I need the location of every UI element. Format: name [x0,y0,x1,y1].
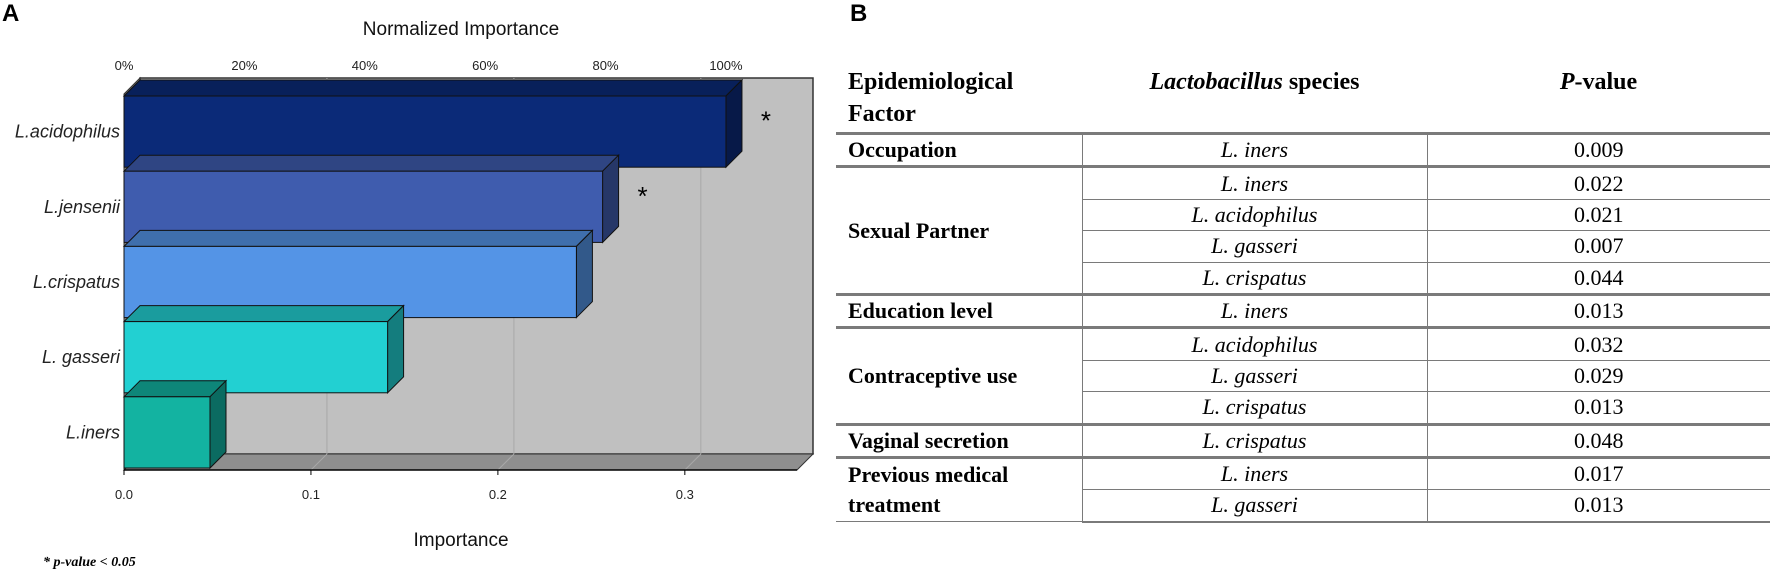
species-cell: L. iners [1081,131,1428,168]
category-label: L.crispatus [33,272,120,292]
top-tick-label: 0% [115,58,134,73]
header-p-value: P-value [1427,62,1770,134]
header-p-italic: P [1559,69,1575,95]
bar-top-face [122,380,228,398]
category-label: L.acidophilus [15,122,120,142]
top-tick-label: 40% [352,58,378,73]
footnote: * p-value < 0.05 [43,555,136,570]
bar-side-face [209,379,227,470]
factor-cell: Education level [836,292,1083,329]
chart-floor [122,453,815,471]
header-p-rest: -value [1574,69,1638,95]
species-cell: L. crispatus [1081,391,1428,425]
p-value-cell: 0.009 [1426,131,1770,168]
category-label: L. gasseri [42,347,121,367]
header-species: Lactobacillus species [1082,62,1427,134]
x-axis-title: Importance [413,530,508,551]
top-tick-label: 60% [472,58,498,73]
x-tick-label: 0.3 [676,487,694,502]
species-cell: L. gasseri [1081,359,1428,393]
p-value-cell: 0.048 [1426,422,1770,458]
p-value-cell: 0.013 [1426,489,1770,523]
species-cell: L. acidophilus [1081,326,1428,361]
species-cell: L. iners [1081,292,1428,329]
importance-bar-chart: L.acidophilus * L.jensenii * L.crispatus L. g… [15,19,815,570]
top-tick-label: 20% [231,58,257,73]
chart-title: Normalized Importance [363,19,559,40]
p-value-cell: 0.032 [1426,326,1770,361]
top-tick-label: 80% [593,58,619,73]
significance-marker: * [638,181,648,211]
header-factor-line2: Factor [848,101,916,127]
factor-cell: Previous medical treatment [836,455,1083,523]
p-value-cell: 0.022 [1426,165,1770,200]
bar-side-face [602,153,620,244]
p-value-cell: 0.013 [1426,292,1770,329]
p-value-cell: 0.017 [1426,455,1770,491]
species-cell: L. crispatus [1081,261,1428,295]
p-value-cell: 0.007 [1426,230,1770,263]
category-label: L.iners [66,422,120,442]
floor-gridline [684,453,702,471]
factor-cell: Contraceptive use [836,326,1083,425]
species-cell: L. iners [1081,455,1428,491]
bar-side-face [575,229,593,319]
species-cell: L. gasseri [1081,489,1428,523]
p-value-cell: 0.044 [1426,261,1770,295]
floor-gridline [497,453,515,471]
panel-label-b: B [850,0,868,27]
significance-marker: * [761,106,771,136]
header-factor-line1: Epidemiological [848,69,1014,95]
factor-cell: Sexual Partner [836,165,1083,295]
panel-label-a: A [2,0,20,27]
p-value-cell: 0.013 [1426,391,1770,425]
factor-cell: Vaginal secretion [836,422,1083,458]
bar-top-face [122,229,594,247]
top-tick-label: 100% [709,58,743,73]
header-species-italic: Lactobacillus [1149,69,1283,95]
x-tick-label: 0.0 [115,487,133,502]
bar-top-face [122,79,744,97]
bar-top-face [122,154,620,172]
bar [123,396,211,469]
bar-side-face [387,304,405,395]
bar-top-face [122,305,405,323]
species-cell: L. iners [1081,165,1428,200]
p-value-cell: 0.021 [1426,198,1770,232]
x-tick-label: 0.1 [302,487,320,502]
floor-gridline [310,453,328,471]
species-cell: L. acidophilus [1081,198,1428,232]
bar-side-face [725,78,743,169]
species-cell: L. gasseri [1081,230,1428,263]
p-value-cell: 0.029 [1426,359,1770,393]
factor-cell: Occupation [836,131,1083,168]
header-species-rest: species [1282,69,1360,95]
category-label: L.jensenii [44,197,121,217]
x-tick-label: 0.2 [489,487,507,502]
species-cell: L. crispatus [1081,422,1428,458]
